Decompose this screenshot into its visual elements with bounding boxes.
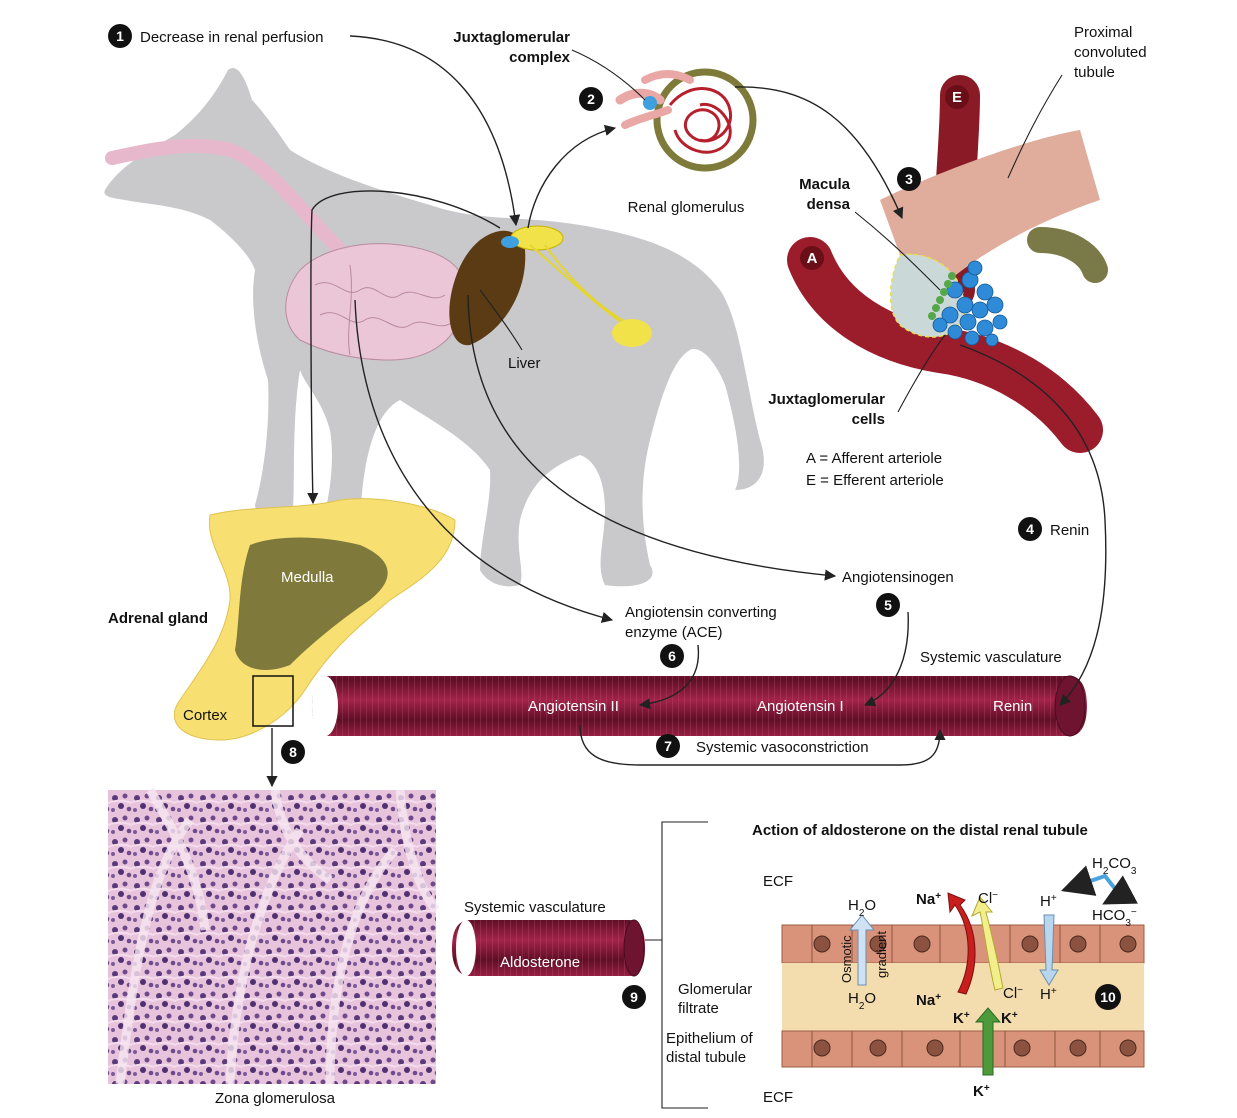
svg-text:3: 3	[905, 171, 913, 187]
systemic-vessel-bottom	[452, 919, 645, 977]
ecf-bottom-label: ECF	[763, 1089, 793, 1106]
svg-text:7: 7	[664, 738, 672, 754]
adrenal-gland-label: Adrenal gland	[108, 610, 208, 627]
cortex-label: Cortex	[183, 707, 228, 724]
systemic-vasculature-top-label: Systemic vasculature	[920, 649, 1062, 666]
tubule-title: Action of aldosterone on the distal rena…	[752, 822, 1088, 839]
epithelium-label-2: distal tubule	[666, 1049, 746, 1066]
potassium-bottom-label: K+	[973, 1083, 990, 1101]
medulla-label: Medulla	[281, 569, 334, 586]
step-4-label: Renin	[1050, 522, 1089, 539]
arteriole-a-label: A	[807, 250, 818, 267]
svg-text:9: 9	[630, 989, 638, 1005]
arteriole-e-label: E	[952, 89, 962, 106]
zona-glomerulosa-histology	[108, 787, 440, 1085]
svg-text:10: 10	[1100, 989, 1116, 1005]
ace-label-2: enzyme (ACE)	[625, 624, 723, 641]
step-7-badge: 7	[656, 734, 680, 758]
sodium-top-label: Na+	[916, 891, 941, 909]
jg-cells-label-1: Juxtaglomerular	[768, 391, 885, 408]
macula-densa-label-1: Macula	[799, 176, 851, 193]
jg-complex-label-1: Juxtaglomerular	[453, 29, 570, 46]
hydrogen-arrow	[1039, 914, 1059, 986]
ace-label-1: Angiotensin converting	[625, 604, 777, 621]
aldosterone-label: Aldosterone	[500, 954, 580, 971]
flow-arrows	[266, 35, 1107, 788]
distal-tubule-illustration	[781, 865, 1145, 1076]
chloride-top-label: Cl−	[978, 890, 998, 908]
renin-vessel-label: Renin	[993, 698, 1032, 715]
cortex-sample-box	[252, 675, 294, 727]
sodium-bottom-label: Na+	[916, 992, 941, 1010]
glomerular-filtrate-label-1: Glomerular	[678, 981, 752, 998]
step-7-label: Systemic vasoconstriction	[696, 739, 869, 756]
angiotensin-i-label: Angiotensin I	[757, 698, 844, 715]
osmotic-label: Osmotic	[839, 935, 854, 983]
step-2-badge: 2	[579, 87, 603, 111]
sodium-arrow	[947, 892, 976, 995]
step-9-badge: 9	[622, 985, 646, 1009]
step-1-badge: 1	[108, 24, 132, 48]
legend-efferent: E = Efferent arteriole	[806, 472, 944, 489]
liver-label: Liver	[508, 355, 541, 372]
svg-text:5: 5	[884, 597, 892, 613]
tubule-bracket	[645, 821, 708, 1109]
bicarbonate-arrow	[1060, 865, 1138, 905]
glomerular-filtrate-label-2: filtrate	[678, 1000, 719, 1017]
juxtaglomerular-illustration: E A	[787, 75, 1108, 453]
angiotensin-ii-label: Angiotensin II	[528, 698, 619, 715]
carbonic-acid-label: H2CO3	[1092, 855, 1137, 877]
water-top-label: H2O	[848, 897, 876, 919]
hydrogen-top-label: H+	[1040, 893, 1057, 911]
svg-text:4: 4	[1026, 521, 1034, 537]
pct-label-3: tubule	[1074, 64, 1115, 81]
pct-label-1: Proximal	[1074, 24, 1132, 41]
kidney-shape	[510, 225, 564, 251]
ecf-top-label: ECF	[763, 873, 793, 890]
bladder-shape	[612, 319, 652, 347]
adrenal-gland-illustration	[173, 498, 456, 741]
jg-complex-label-2: complex	[509, 49, 571, 66]
legend-afferent: A = Afferent arteriole	[806, 450, 942, 467]
renal-glomerulus-label: Renal glomerulus	[628, 199, 745, 216]
osmotic-gradient-arrow	[848, 914, 876, 986]
systemic-vessel-top	[312, 675, 1087, 737]
svg-text:1: 1	[116, 28, 124, 44]
systemic-vasculature-bottom-label: Systemic vasculature	[464, 899, 606, 916]
dog-silhouette	[104, 68, 764, 587]
step-5-badge: 5	[876, 593, 900, 617]
potassium-arrow	[974, 1007, 1002, 1076]
epithelium-label-1: Epithelium of	[666, 1030, 754, 1047]
step-1-label: Decrease in renal perfusion	[140, 29, 323, 46]
step-badges: 1 2 3 4 5 6 7 8 9 10	[108, 24, 1121, 1010]
zona-glomerulosa-label: Zona glomerulosa	[215, 1090, 336, 1107]
svg-text:2: 2	[587, 91, 595, 107]
macula-densa-label-2: densa	[807, 196, 851, 213]
renal-glomerulus-illustration	[615, 68, 757, 172]
gradient-label: gradient	[874, 931, 889, 978]
svg-text:6: 6	[668, 648, 676, 664]
water-bottom-label: H2O	[848, 990, 876, 1012]
step-6-badge: 6	[660, 644, 684, 668]
step-4-badge: 4	[1018, 517, 1042, 541]
angiotensinogen-label: Angiotensinogen	[842, 569, 954, 586]
jg-cells-label-2: cells	[852, 411, 885, 428]
chloride-arrow	[971, 896, 1004, 991]
step-10-badge: 10	[1095, 984, 1121, 1010]
step-3-badge: 3	[897, 167, 921, 191]
svg-text:8: 8	[289, 744, 297, 760]
pct-label-2: convoluted	[1074, 44, 1147, 61]
step-8-badge: 8	[281, 740, 305, 764]
